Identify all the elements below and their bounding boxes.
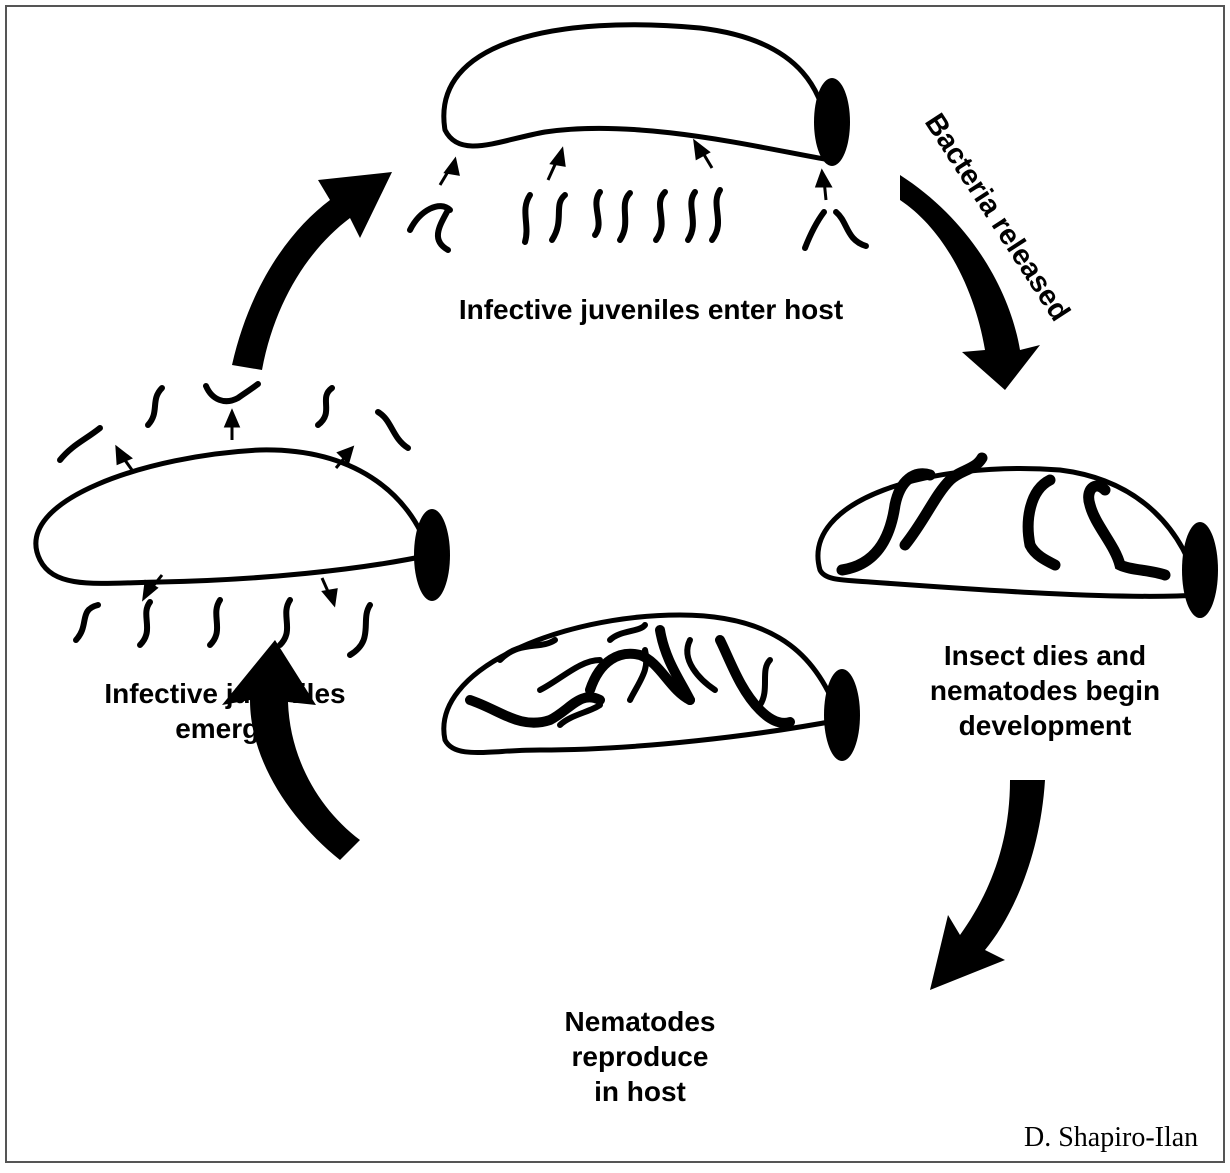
- arrow-left-top: [232, 172, 392, 370]
- nematodes-developing: [836, 452, 1171, 581]
- juvenile-worms-emerging: [57, 381, 411, 658]
- label-line: Nematodes: [564, 1006, 716, 1037]
- label-line: in host: [594, 1076, 686, 1107]
- juvenile-worms-top: [407, 187, 869, 253]
- emerge-arrows: [115, 408, 355, 608]
- entry-arrows-top: [438, 138, 833, 201]
- label-insect-dies: Insect dies and nematodes begin developm…: [880, 638, 1210, 743]
- arrow-right-bottom: [930, 780, 1045, 990]
- author-credit: D. Shapiro-Ilan: [1024, 1122, 1199, 1153]
- label-emerge: Infective juveniles emerge: [60, 676, 390, 746]
- figure-border: [5, 5, 1225, 1163]
- label-line: reproduce: [571, 1041, 709, 1072]
- nematodes-reproducing: [465, 622, 795, 728]
- label-line: emerge: [175, 713, 275, 744]
- arrow-bottom-left: [222, 640, 360, 860]
- host-larva-top: [441, 22, 850, 166]
- host-larva-left: [33, 447, 450, 601]
- arrow-top-right: [900, 175, 1040, 390]
- host-larva-bottom: [441, 612, 860, 761]
- cycle-arrows: [222, 172, 1045, 990]
- label-reproduce: Nematodes reproduce in host: [490, 1004, 790, 1109]
- label-enter-host: Infective juveniles enter host: [458, 294, 844, 325]
- label-line: Insect dies and: [943, 640, 1147, 671]
- label-line: Infective juveniles: [104, 678, 346, 709]
- host-larva-right: [815, 465, 1218, 618]
- label-line: development: [958, 710, 1132, 741]
- label-line: nematodes begin: [929, 675, 1161, 706]
